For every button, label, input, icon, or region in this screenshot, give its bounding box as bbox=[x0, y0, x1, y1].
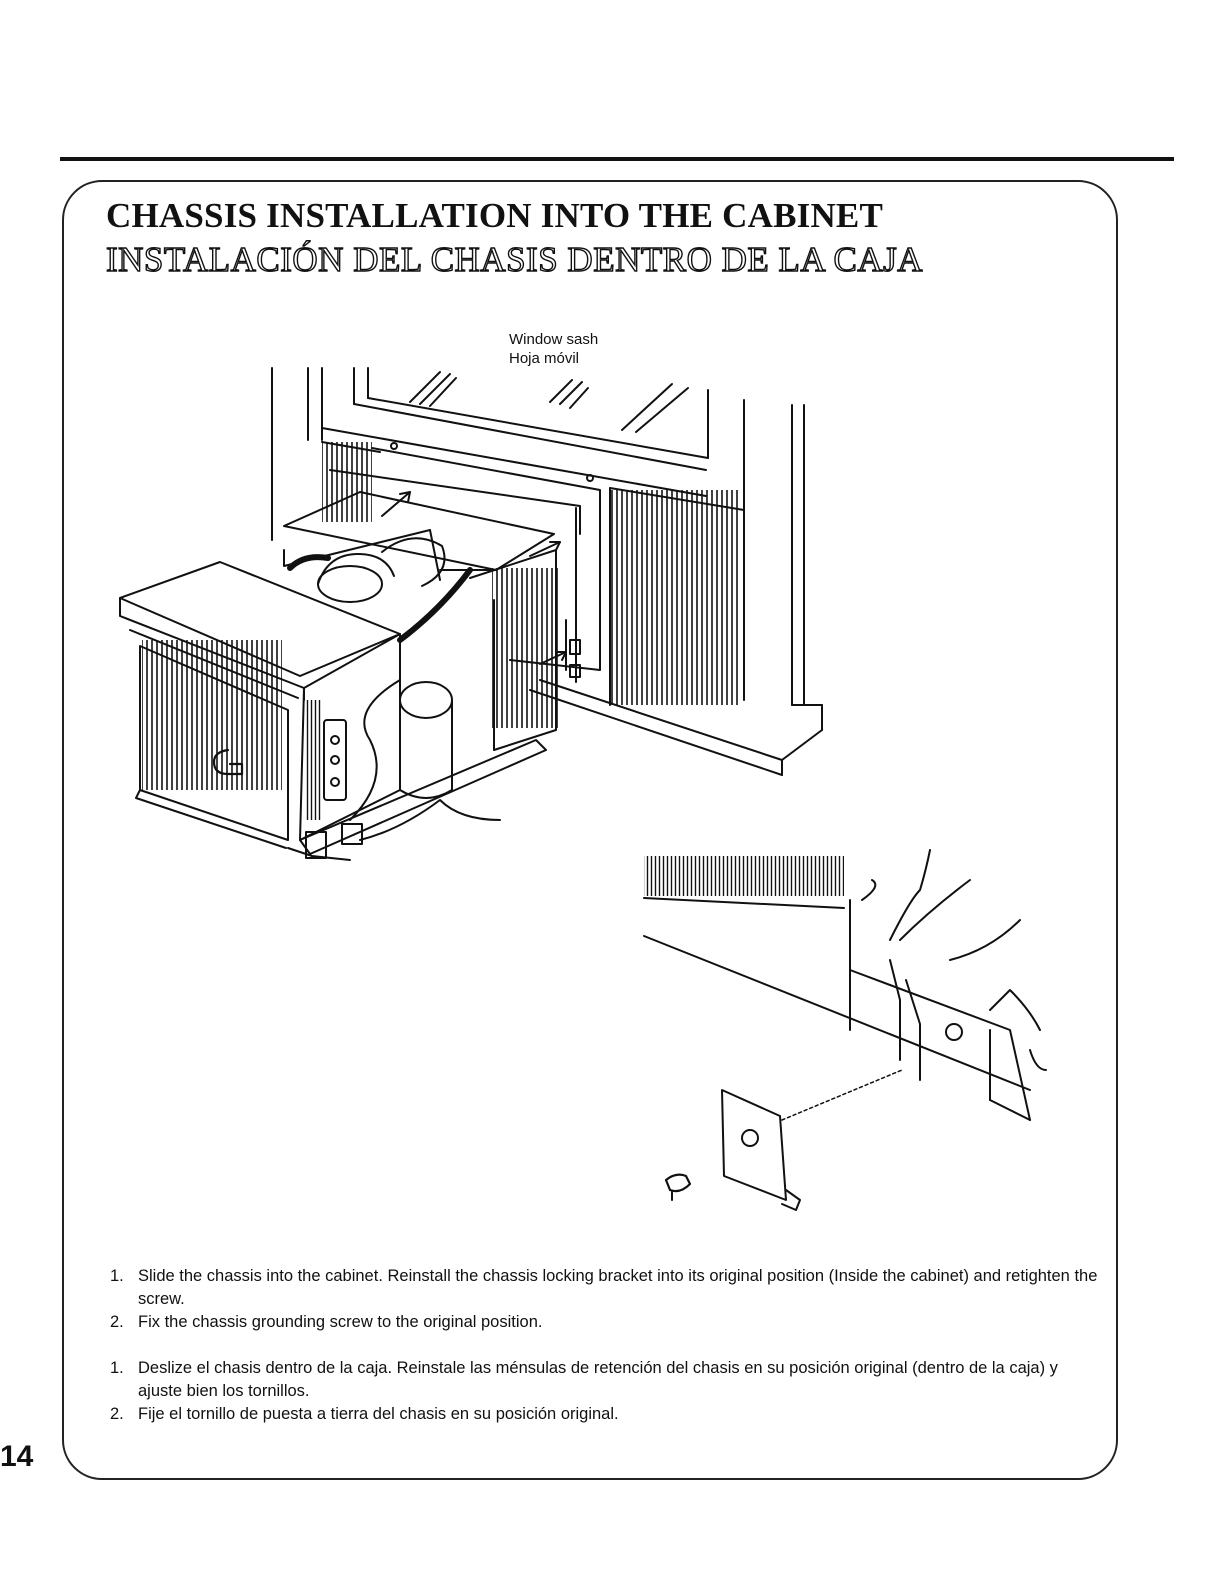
chassis-unit bbox=[119, 491, 567, 861]
step-number: 2. bbox=[110, 1405, 124, 1423]
steps-spanish: 1. Deslize el chasis dentro de la caja. … bbox=[110, 1357, 1100, 1426]
list-item: 1. Deslize el chasis dentro de la caja. … bbox=[110, 1357, 1100, 1403]
top-rule bbox=[60, 157, 1174, 161]
step-text: Deslize el chasis dentro de la caja. Rei… bbox=[138, 1359, 1058, 1400]
list-item: 2. Fix the chassis grounding screw to th… bbox=[110, 1311, 1100, 1334]
callout-english: Window sash bbox=[509, 331, 599, 348]
list-item: 1. Slide the chassis into the cabinet. R… bbox=[110, 1265, 1100, 1311]
content-frame bbox=[62, 180, 1118, 1480]
callout-spanish: Hoja móvil bbox=[509, 350, 580, 367]
window-sash-callout: Window sash Hoja móvil bbox=[509, 330, 598, 368]
page-number: 14 bbox=[0, 1440, 34, 1473]
list-item: 2. Fije el tornillo de puesta a tierra d… bbox=[110, 1403, 1100, 1426]
step-text: Slide the chassis into the cabinet. Rein… bbox=[138, 1267, 1098, 1308]
cabinet-sleeve bbox=[322, 442, 745, 706]
title-english: CHASSIS INSTALLATION INTO THE CABINET bbox=[106, 196, 884, 235]
title-spanish: INSTALACIÓN DEL CHASIS DENTRO DE LA CAJA bbox=[105, 239, 924, 279]
step-text: Fix the chassis grounding screw to the o… bbox=[138, 1313, 543, 1331]
steps-english: 1. Slide the chassis into the cabinet. R… bbox=[110, 1265, 1100, 1334]
step-number: 2. bbox=[110, 1313, 124, 1331]
step-text: Fije el tornillo de puesta a tierra del … bbox=[138, 1405, 619, 1423]
grounding-bracket-detail bbox=[643, 849, 1047, 1211]
step-number: 1. bbox=[110, 1359, 124, 1377]
step-number: 1. bbox=[110, 1267, 124, 1285]
chassis-installation-illustration bbox=[119, 367, 1047, 1211]
